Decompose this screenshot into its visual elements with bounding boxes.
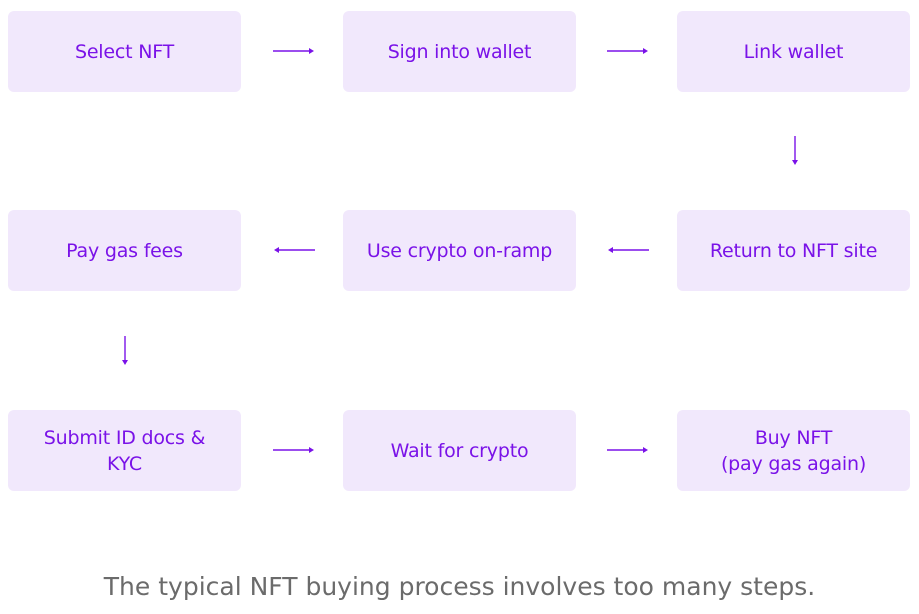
step-label: Return to NFT site (709, 239, 878, 262)
arrow-left-icon (274, 247, 315, 253)
arrow-right-icon (273, 48, 314, 54)
step-select-nft: Select NFT (8, 11, 241, 92)
step-label: Select NFT (74, 40, 175, 63)
figure-caption: The typical NFT buying process involves … (103, 572, 816, 601)
step-label: Pay gas fees (66, 239, 183, 262)
step-wait-for-crypto: Wait for crypto (343, 410, 576, 491)
step-pay-gas-fees: Pay gas fees (8, 210, 241, 291)
step-sign-into-wallet: Sign into wallet (343, 11, 576, 92)
step-link-wallet: Link wallet (677, 11, 910, 92)
step-label: Buy NFT (pay gas again) (720, 426, 867, 475)
step-buy-nft: Buy NFT (pay gas again) (677, 410, 910, 491)
arrow-right-icon (607, 447, 648, 453)
arrow-down-icon (792, 136, 798, 165)
step-label: Wait for crypto (390, 439, 529, 462)
step-submit-id-docs-kyc: Submit ID docs & KYC (8, 410, 241, 491)
arrow-left-icon (608, 247, 649, 253)
step-label: Sign into wallet (387, 40, 532, 63)
arrow-down-icon (122, 336, 128, 365)
arrow-right-icon (273, 447, 314, 453)
arrow-right-icon (607, 48, 648, 54)
step-label: Submit ID docs & KYC (43, 426, 206, 475)
step-return-to-nft-site: Return to NFT site (677, 210, 910, 291)
step-label: Link wallet (743, 40, 844, 63)
step-label: Use crypto on-ramp (366, 239, 553, 262)
step-use-crypto-on-ramp: Use crypto on-ramp (343, 210, 576, 291)
